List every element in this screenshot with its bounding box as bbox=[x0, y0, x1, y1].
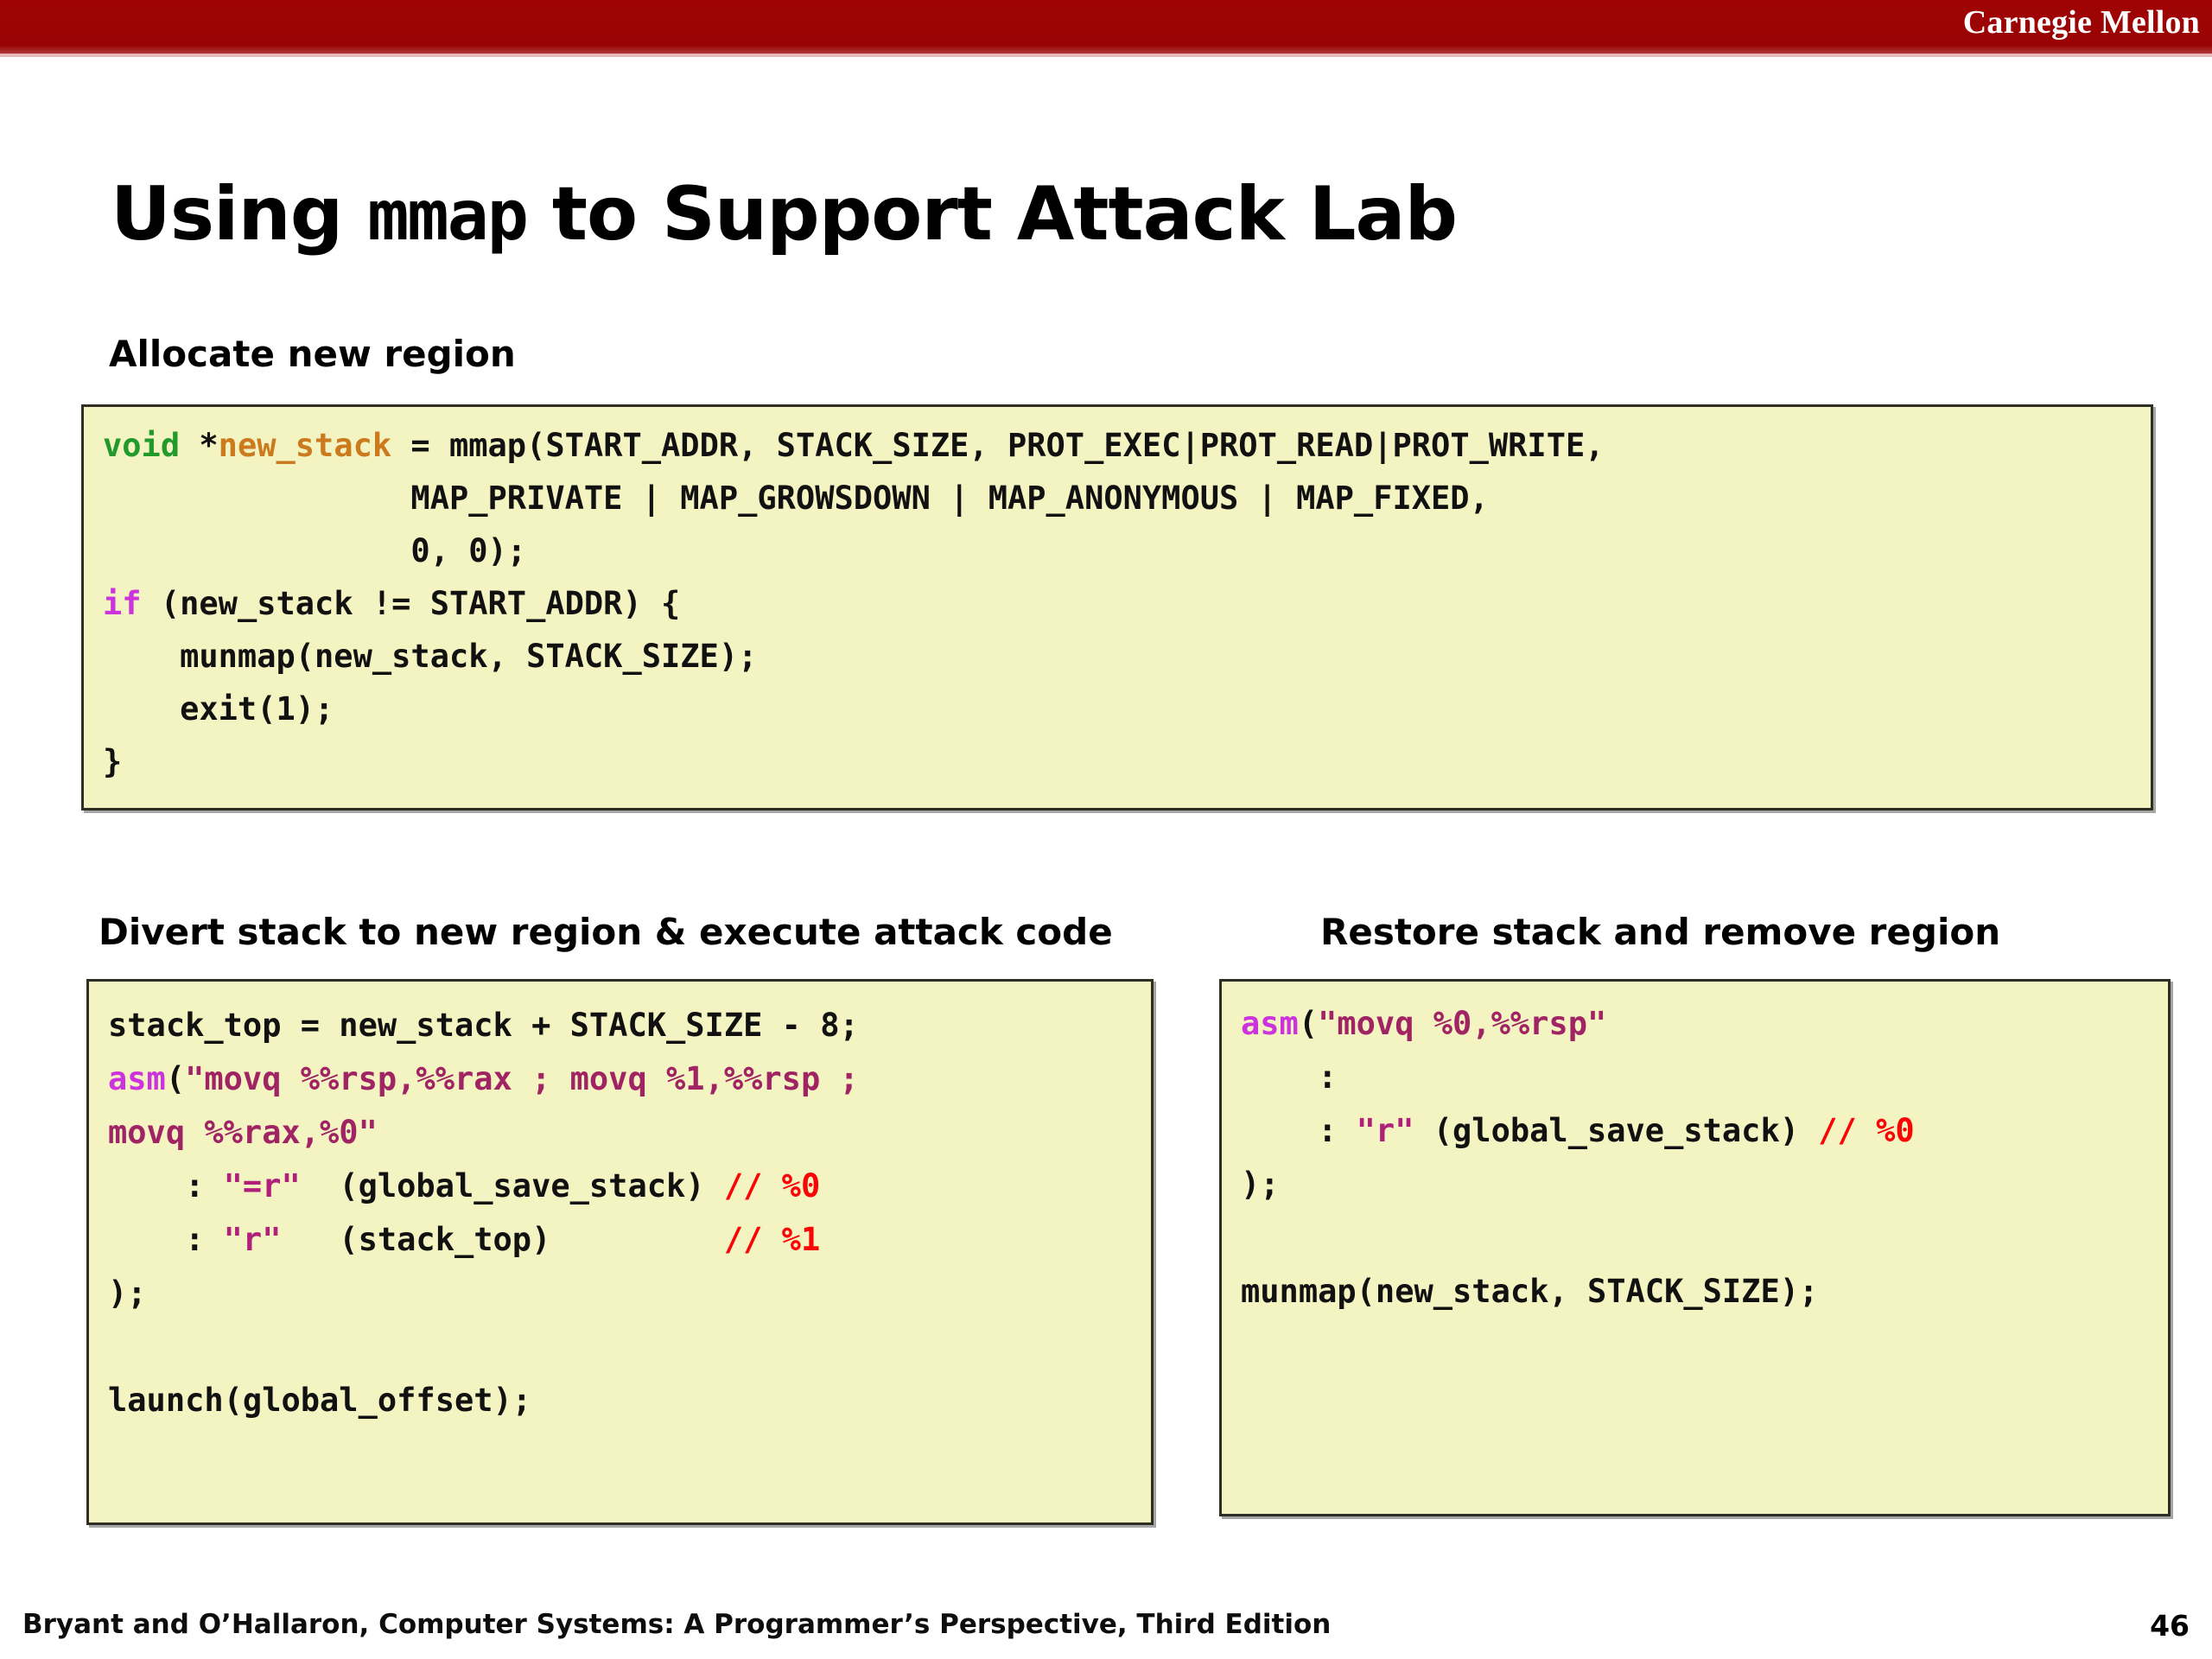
code-token-if-cond: (new_stack != START_ADDR) { bbox=[141, 585, 681, 622]
code-token-input-constraint: "r" bbox=[223, 1221, 282, 1258]
code-token-asm: asm bbox=[1241, 1005, 1299, 1042]
code-token-asm-template: "movq %0,%%rsp" bbox=[1318, 1005, 1607, 1042]
code-line: munmap(new_stack, STACK_SIZE); bbox=[103, 638, 758, 675]
code-line: : "r" (stack_top) // %1 bbox=[108, 1213, 1139, 1267]
code-line: asm("movq %0,%%rsp" bbox=[1241, 997, 2156, 1051]
title-prefix: Using bbox=[111, 170, 368, 257]
code-token-if: if bbox=[103, 585, 142, 622]
carnegie-mellon-brand: Carnegie Mellon bbox=[1962, 4, 2200, 41]
code-line: launch(global_offset); bbox=[108, 1382, 532, 1419]
footer-attribution: Bryant and O’Hallaron, Computer Systems:… bbox=[22, 1609, 1332, 1640]
code-token-void: void bbox=[103, 427, 181, 464]
code-token-output-operand: (global_save_stack) bbox=[300, 1167, 724, 1205]
code-line: ); bbox=[108, 1274, 147, 1312]
heading-restore-stack: Restore stack and remove region bbox=[1320, 911, 2001, 953]
code-token-colon: : bbox=[108, 1167, 224, 1205]
code-line: movq %%rax,%0" bbox=[108, 1106, 1139, 1160]
code-block-allocate-region: void *new_stack = mmap(START_ADDR, STACK… bbox=[81, 404, 2153, 810]
footer-page-number: 46 bbox=[2150, 1609, 2190, 1643]
title-mono-mmap: mmap bbox=[367, 175, 529, 256]
code-token-asm-template: "movq %%rsp,%%rax ; movq %1,%%rsp ; bbox=[185, 1060, 859, 1097]
title-suffix: to Support Attack Lab bbox=[526, 170, 1458, 257]
code-line bbox=[1241, 1211, 2156, 1265]
code-token-colon: : bbox=[108, 1221, 224, 1258]
code-token-mmap-call: = mmap(START_ADDR, STACK_SIZE, PROT_EXEC… bbox=[391, 427, 1605, 464]
code-line: : "r" (global_save_stack) // %0 bbox=[1241, 1104, 2156, 1158]
code-line: MAP_PRIVATE | MAP_GROWSDOWN | MAP_ANONYM… bbox=[103, 480, 1489, 517]
code-token-input-operand: (stack_top) bbox=[281, 1221, 724, 1258]
code-token-input-operand: (global_save_stack) bbox=[1414, 1112, 1819, 1149]
code-line: if (new_stack != START_ADDR) { bbox=[103, 577, 2135, 630]
code-line: : "=r" (global_save_stack) // %0 bbox=[108, 1160, 1139, 1213]
code-line: exit(1); bbox=[103, 690, 334, 728]
code-token-comment: // %0 bbox=[1818, 1112, 1915, 1149]
code-token-colon: : bbox=[1241, 1112, 1357, 1149]
code-token-new-stack: new_stack bbox=[218, 427, 392, 464]
page-title: Using mmap to Support Attack Lab bbox=[111, 170, 1458, 257]
code-token-asm-template-cont: movq %%rax,%0" bbox=[108, 1114, 378, 1151]
code-token-input-constraint: "r" bbox=[1356, 1112, 1414, 1149]
code-line: } bbox=[103, 743, 123, 780]
code-token-paren: ( bbox=[165, 1060, 186, 1097]
code-line: stack_top = new_stack + STACK_SIZE - 8; bbox=[108, 1007, 859, 1044]
code-token-star: * bbox=[180, 427, 219, 464]
code-line: asm("movq %%rsp,%%rax ; movq %1,%%rsp ; bbox=[108, 1052, 1139, 1106]
code-token-comment: // %0 bbox=[723, 1167, 821, 1205]
code-block-divert-stack: stack_top = new_stack + STACK_SIZE - 8; … bbox=[86, 979, 1154, 1525]
code-block-restore-stack: asm("movq %0,%%rsp" : : "r" (global_save… bbox=[1219, 979, 2171, 1516]
heading-allocate-new-region: Allocate new region bbox=[109, 333, 516, 375]
code-line: ); bbox=[1241, 1166, 1280, 1203]
code-line: void *new_stack = mmap(START_ADDR, STACK… bbox=[103, 419, 2135, 472]
code-token-paren: ( bbox=[1298, 1005, 1319, 1042]
code-token-output-constraint: "=r" bbox=[223, 1167, 301, 1205]
heading-divert-stack: Divert stack to new region & execute att… bbox=[99, 911, 1113, 953]
code-line: : bbox=[1241, 1058, 1338, 1096]
code-line: munmap(new_stack, STACK_SIZE); bbox=[1241, 1273, 1819, 1310]
header-bar bbox=[0, 0, 2212, 54]
code-line: 0, 0); bbox=[103, 532, 527, 569]
code-token-asm: asm bbox=[108, 1060, 166, 1097]
code-token-comment: // %1 bbox=[723, 1221, 821, 1258]
header-underline bbox=[0, 54, 2212, 57]
code-line bbox=[108, 1320, 1139, 1374]
